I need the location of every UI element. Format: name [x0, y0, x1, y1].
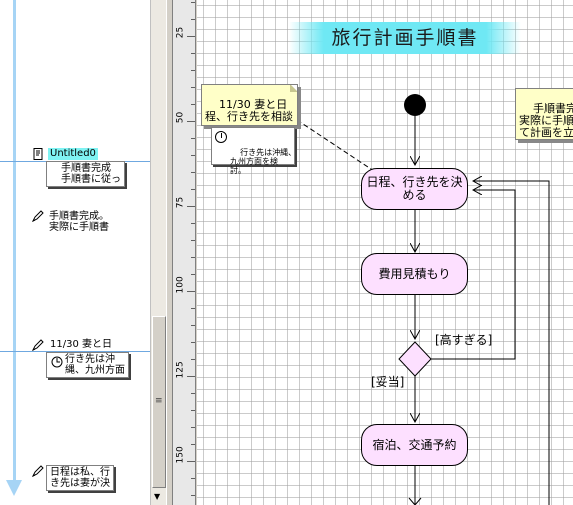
- timeline-arrow-icon: [6, 480, 22, 496]
- pencil-icon: [31, 465, 44, 478]
- document-icon: [32, 148, 44, 160]
- clock-icon: [51, 356, 63, 372]
- ruler-tick: [187, 461, 195, 462]
- flow-connectors: [296, 94, 550, 505]
- timeline-marker-line: [0, 351, 150, 352]
- scroll-down-icon[interactable]: ▼: [154, 492, 161, 501]
- ruler-tick: [191, 393, 195, 394]
- memo-destination[interactable]: 行き先は沖縄、 九州方面を検 討。: [211, 127, 296, 175]
- ruler-label: 150: [175, 446, 186, 464]
- loop-back-arrow: [473, 181, 550, 505]
- outline-item-title: 11/30 妻と日: [48, 339, 114, 351]
- ruler-tick: [191, 172, 195, 173]
- guard-ok[interactable]: [妥当]: [371, 375, 405, 389]
- action-decide-schedule[interactable]: 日程、行き先を決 める: [361, 168, 468, 210]
- note-completed[interactable]: 手順書完成 実際に手順 て計画を立: [515, 88, 573, 140]
- ruler-label: 125: [175, 361, 186, 379]
- note-anchor: [296, 119, 378, 174]
- pane-splitter[interactable]: [166, 0, 173, 505]
- ruler-tick: [191, 478, 195, 479]
- grip-icon: ≡: [155, 396, 163, 406]
- ruler-tick: [191, 325, 195, 326]
- decision-node[interactable]: [398, 341, 432, 377]
- diagram-canvas[interactable]: 旅行計画手順書 11/30 妻と日 程、行き先を相談 行き先は沖縄、 九州方面を…: [197, 0, 573, 505]
- ruler-tick: [191, 274, 195, 275]
- ruler-tick: [187, 291, 195, 292]
- ruler-tick: [191, 189, 195, 190]
- outline-item-text[interactable]: 手順書完成。 実際に手順書: [49, 211, 109, 233]
- clock-icon: [215, 131, 227, 143]
- note-text: 11/30 妻と日 程、行き先を相談: [205, 98, 293, 123]
- ruler-label: 100: [175, 276, 186, 294]
- timeline-line: [13, 0, 16, 488]
- ruler-tick: [191, 308, 195, 309]
- initial-node[interactable]: [404, 94, 426, 116]
- note-consult[interactable]: 11/30 妻と日 程、行き先を相談: [201, 84, 298, 126]
- ruler-tick: [187, 206, 195, 207]
- diagram-title[interactable]: 旅行計画手順書: [289, 22, 521, 54]
- ruler-tick: [191, 257, 195, 258]
- ruler-tick: [191, 70, 195, 71]
- ruler-tick: [191, 223, 195, 224]
- vertical-ruler: 25 50 75 100 125 150: [173, 0, 196, 505]
- ruler-label: 25: [175, 26, 186, 39]
- ruler-tick: [187, 36, 195, 37]
- loop-back-arrow: [431, 190, 516, 360]
- ruler-tick: [187, 376, 195, 377]
- guard-too-high[interactable]: [高すぎる]: [435, 333, 493, 347]
- action-estimate-cost[interactable]: 費用見積もり: [361, 253, 468, 295]
- outline-scrollbar[interactable]: ≡ ▼: [150, 0, 166, 505]
- ruler-tick: [191, 495, 195, 496]
- ruler-label: 75: [175, 196, 186, 209]
- ruler-tick: [191, 155, 195, 156]
- ruler-tick: [191, 427, 195, 428]
- ruler-tick: [191, 138, 195, 139]
- outline-pane[interactable]: Untitled0 手順書完成 手順書に従っ 手順書完成。 実際に手順書 11/…: [0, 0, 150, 505]
- ruler-tick: [191, 444, 195, 445]
- ruler-tick: [191, 359, 195, 360]
- outline-item-box[interactable]: 日程は私、行 き先は妻が決: [46, 465, 114, 491]
- ruler-tick: [191, 410, 195, 411]
- outline-item-title: Untitled0: [48, 148, 98, 160]
- ruler-tick: [191, 2, 195, 3]
- ruler-tick: [191, 87, 195, 88]
- pencil-icon: [31, 210, 44, 223]
- ruler-tick: [187, 121, 195, 122]
- pencil-icon: [31, 339, 44, 352]
- ruler-label: 50: [175, 111, 186, 124]
- ruler-tick: [191, 240, 195, 241]
- action-reserve[interactable]: 宿泊、交通予約: [361, 424, 468, 466]
- ruler-tick: [191, 104, 195, 105]
- note-fold-icon: [290, 85, 297, 92]
- outline-item-box[interactable]: 手順書完成 手順書に従っ: [46, 161, 125, 187]
- ruler-tick: [191, 53, 195, 54]
- ruler-tick: [191, 342, 195, 343]
- ruler-tick: [191, 19, 195, 20]
- memo-text: 行き先は沖縄、 九州方面を検 討。: [230, 148, 297, 175]
- scrollbar-thumb[interactable]: ≡: [152, 316, 166, 488]
- note-text: 手順書完成 実際に手順 て計画を立: [519, 102, 573, 139]
